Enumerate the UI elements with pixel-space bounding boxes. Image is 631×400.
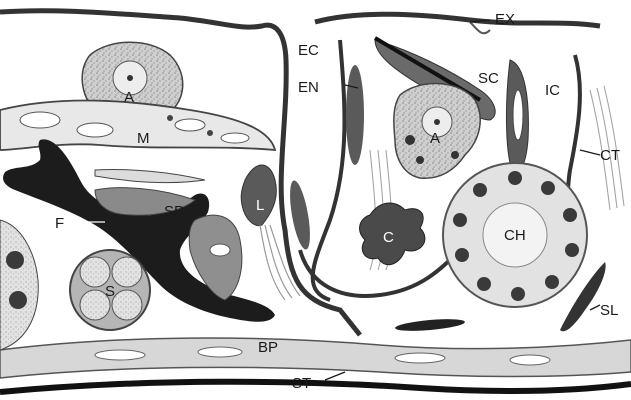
label-ex: EX [495,11,515,28]
network-space [175,119,205,131]
basal-plate-space [395,353,445,363]
left-cluster-nucleus [9,291,27,309]
network-space [221,133,249,143]
left-cluster-nucleus [6,251,24,269]
label-ic: IC [545,82,560,99]
label-c: C [383,229,394,246]
cell-ic-lumen [513,90,523,140]
label-sl: SL [600,302,618,319]
structure-s-lobe [112,290,142,320]
network-space [77,123,113,137]
label-a-center: A [430,130,440,147]
label-ch: CH [504,227,526,244]
label-sp: SP [164,203,184,220]
label-en: EN [298,79,319,96]
basal-plate-space [510,355,550,365]
label-f: F [55,215,64,232]
cell-a-center-nucleolus [434,119,440,125]
cell-granule [416,156,424,164]
cell-granule [451,151,459,159]
label-a-top: A [124,89,134,106]
endothelial-cell [346,65,364,165]
basal-plate-space [198,347,242,357]
network-nucleus [167,115,173,121]
structure-s-lobe [112,257,142,287]
network-space [20,112,60,128]
label-l: L [256,197,264,214]
network-nucleus [207,130,213,136]
basal-plate-space [95,350,145,360]
label-s: S [105,283,115,300]
label-sc: SC [478,70,499,87]
cell-granule [405,135,415,145]
cell-a-top-nucleolus [127,75,133,81]
label-bp: BP [258,339,278,356]
label-ct: CT [600,147,620,164]
adjacent-cell-space [210,244,230,256]
label-st: ST [292,375,311,392]
label-ec: EC [298,42,319,59]
label-m: M [137,130,150,147]
